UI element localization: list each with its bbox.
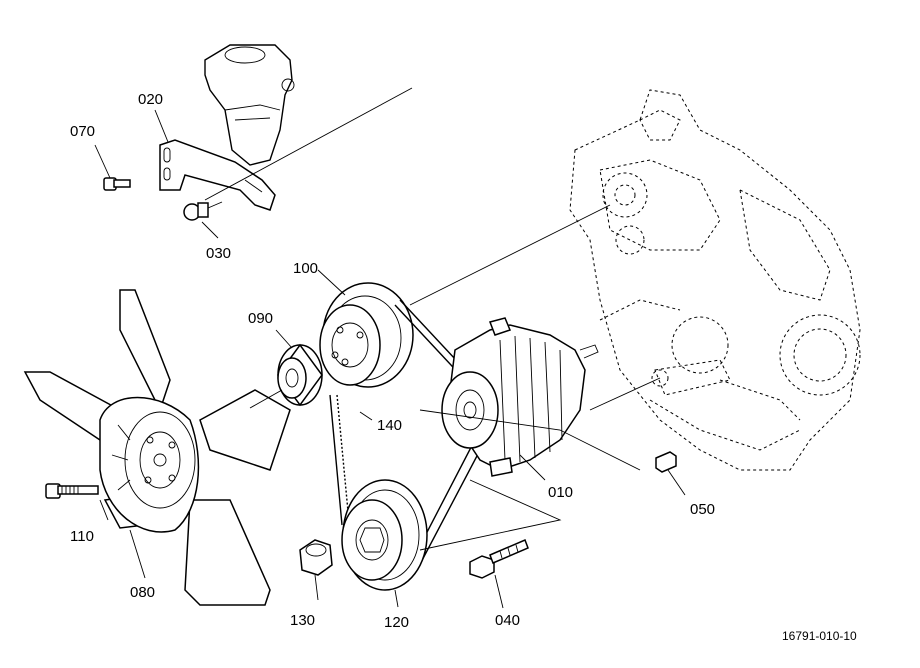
fan-080 xyxy=(23,289,291,606)
callout-010: 010 xyxy=(548,484,573,501)
leader-line xyxy=(204,87,413,201)
callout-080: 080 xyxy=(130,584,155,601)
bolt-110 xyxy=(45,483,99,499)
callout-130: 130 xyxy=(290,612,315,629)
callout-040: 040 xyxy=(495,612,520,629)
callout-110: 110 xyxy=(70,528,94,545)
spacer-090 xyxy=(277,343,323,407)
bolt-040 xyxy=(469,539,529,579)
callout-140: 140 xyxy=(377,417,402,434)
engine-block xyxy=(569,89,861,471)
bolt-130 xyxy=(299,539,333,576)
alternator-010 xyxy=(441,317,599,477)
fan-pulley-100 xyxy=(319,282,414,388)
callout-030: 030 xyxy=(206,245,231,262)
figure-code: 16791-010-10 xyxy=(782,629,857,643)
callout-050: 050 xyxy=(690,501,715,518)
thermostat-housing xyxy=(204,44,295,166)
callout-020: 020 xyxy=(138,91,163,108)
bracket-020 xyxy=(159,139,276,211)
crank-pulley-120 xyxy=(341,479,428,591)
callout-070: 070 xyxy=(70,123,95,140)
callout-090: 090 xyxy=(248,310,273,327)
bolt-030 xyxy=(183,201,223,221)
bolt-050 xyxy=(655,451,677,473)
bolt-070 xyxy=(103,177,131,191)
callout-120: 120 xyxy=(384,614,409,631)
callout-100: 100 xyxy=(293,260,318,277)
leader-lines xyxy=(94,109,686,609)
